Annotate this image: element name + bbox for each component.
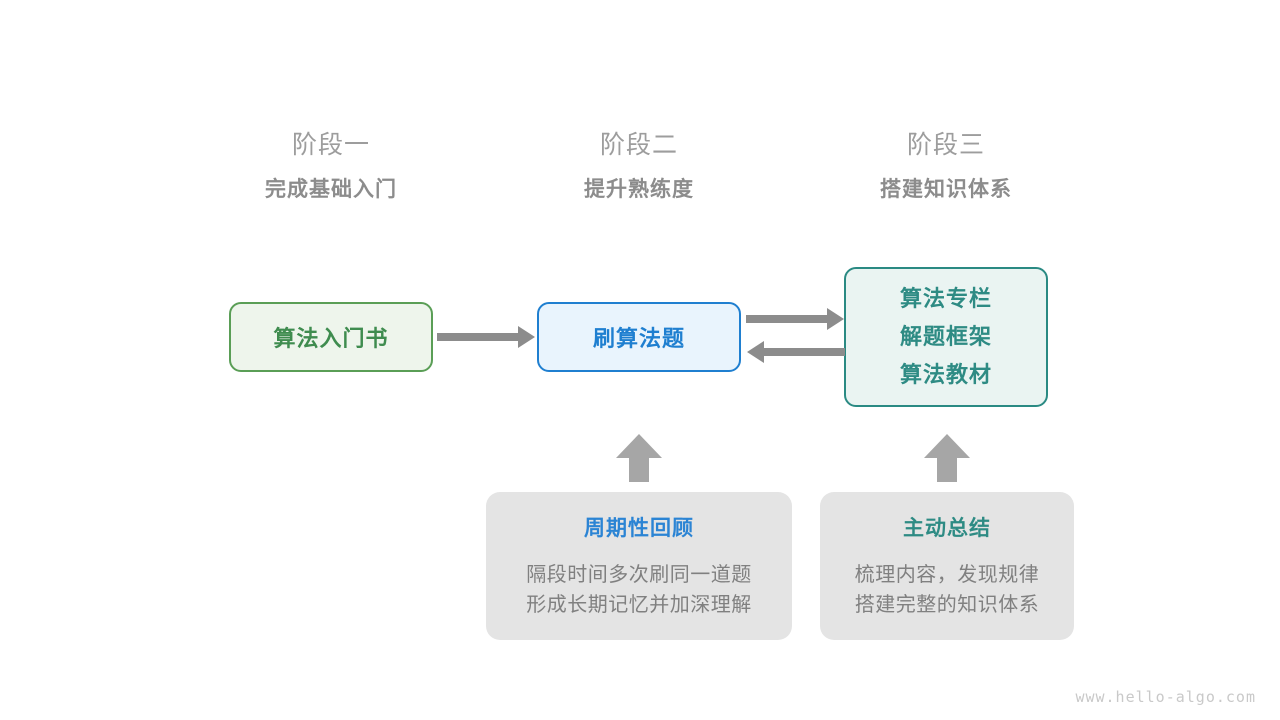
note-card-active-summary: 主动总结 梳理内容，发现规律 搭建完整的知识体系: [820, 492, 1074, 640]
node-resources-line-1: 算法专栏: [899, 286, 992, 311]
stage-header-3: 阶段三 搭建知识体系: [816, 130, 1076, 204]
stage-3-subtitle: 搭建知识体系: [880, 178, 1012, 201]
arrow-up-summary-shaft: [937, 456, 957, 482]
stage-2-subtitle: 提升熟练度: [584, 178, 694, 201]
stage-header-2: 阶段二 提升熟练度: [509, 130, 769, 204]
arrow-up-review-shaft: [629, 456, 649, 482]
node-resources-line-3: 算法教材: [899, 362, 992, 387]
note-card-active-summary-title: 主动总结: [903, 517, 991, 540]
note-card-periodic-review-body: 隔段时间多次刷同一道题 形成长期记忆并加深理解: [526, 560, 752, 620]
stage-1-title: 阶段一: [291, 131, 370, 159]
note-card-periodic-review-line-1: 隔段时间多次刷同一道题: [526, 564, 752, 586]
node-resources: 算法专栏 解题框架 算法教材: [844, 267, 1048, 407]
node-practice-problems-label: 刷算法题: [592, 326, 685, 351]
node-intro-book-label: 算法入门书: [273, 326, 389, 351]
arrow-up-review-head: [616, 434, 662, 458]
stage-1-subtitle: 完成基础入门: [265, 178, 397, 201]
note-card-periodic-review: 周期性回顾 隔段时间多次刷同一道题 形成长期记忆并加深理解: [486, 492, 792, 640]
arrow-up-summary-icon: [924, 434, 970, 482]
arrow-up-review-icon: [616, 434, 662, 482]
note-card-periodic-review-title: 周期性回顾: [584, 517, 694, 540]
node-practice-problems: 刷算法题: [537, 302, 741, 372]
stage-2-title: 阶段二: [599, 131, 678, 159]
arrow-resources-to-practice-icon: [762, 348, 845, 356]
arrow-practice-to-resources-icon: [746, 315, 829, 323]
stage-header-1: 阶段一 完成基础入门: [201, 130, 461, 204]
note-card-active-summary-line-2: 搭建完整的知识体系: [854, 594, 1040, 616]
arrow-book-to-practice-icon: [437, 333, 520, 341]
note-card-periodic-review-line-2: 形成长期记忆并加深理解: [526, 594, 752, 616]
watermark: www.hello-algo.com: [1075, 688, 1256, 706]
stage-3-title: 阶段三: [906, 131, 985, 159]
arrow-up-summary-head: [924, 434, 970, 458]
node-intro-book: 算法入门书: [229, 302, 433, 372]
note-card-active-summary-body: 梳理内容，发现规律 搭建完整的知识体系: [855, 560, 1040, 620]
note-card-active-summary-line-1: 梳理内容，发现规律: [854, 564, 1040, 586]
node-resources-line-2: 解题框架: [899, 324, 992, 349]
